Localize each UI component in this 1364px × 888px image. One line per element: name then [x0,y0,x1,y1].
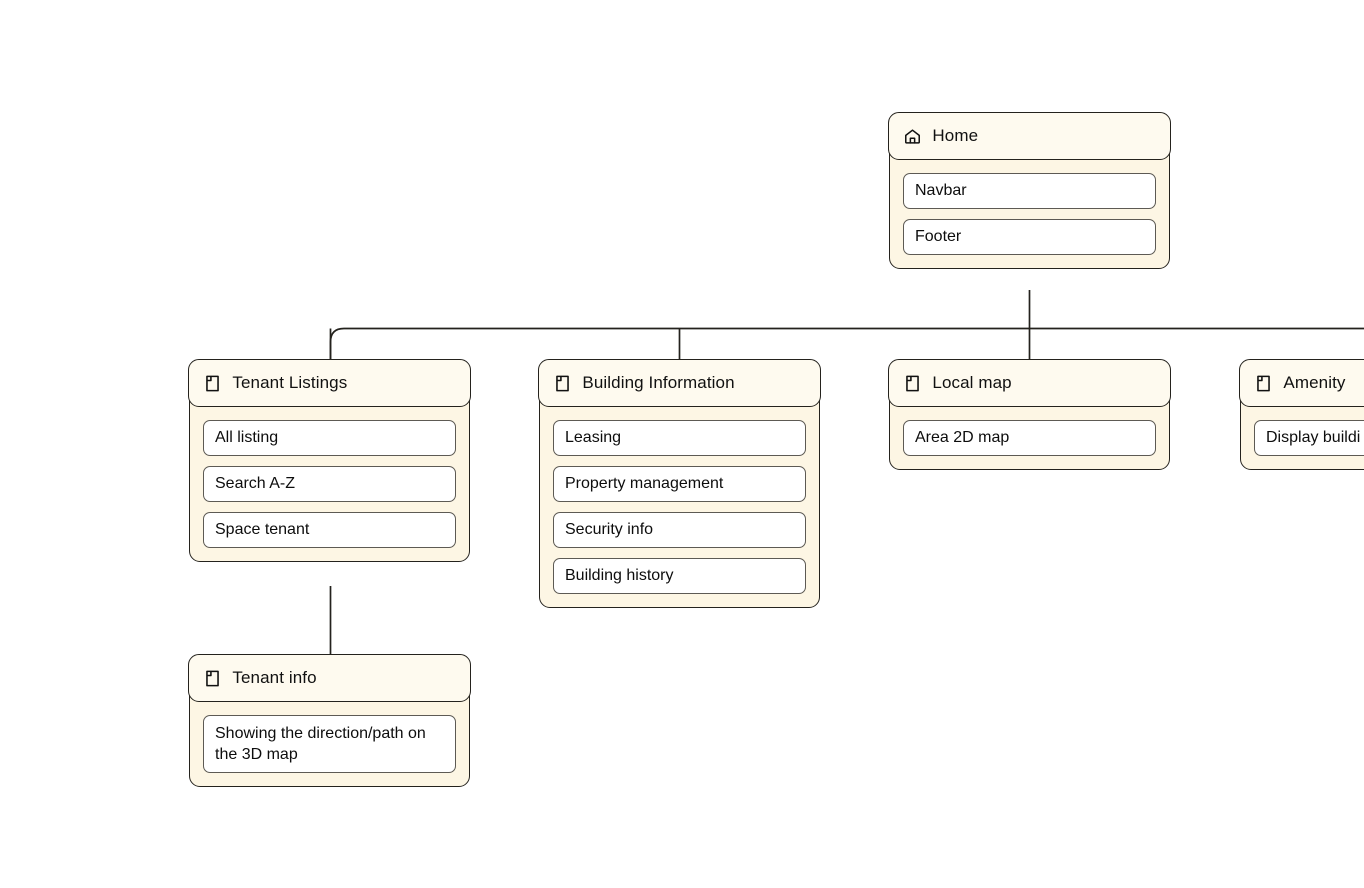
page-icon [206,375,220,392]
node-tenant-listings-header[interactable]: Tenant Listings [188,359,471,408]
list-item[interactable]: Property management [553,466,806,503]
list-item[interactable]: Showing the direction/path on the 3D map [203,715,456,774]
node-local-map[interactable]: Local map Area 2D map [888,359,1171,471]
list-item[interactable]: Area 2D map [903,420,1156,457]
list-item[interactable]: Navbar [903,173,1156,210]
node-amenity-title: Amenity [1283,373,1346,393]
node-tenant-listings[interactable]: Tenant Listings All listing Search A-Z S… [188,359,471,563]
node-local-map-header[interactable]: Local map [888,359,1171,408]
list-item[interactable]: Security info [553,512,806,549]
node-home-title: Home [932,126,979,146]
node-building-information-title: Building Information [582,373,735,393]
page-icon [556,375,570,392]
node-home[interactable]: Home Navbar Footer [888,112,1171,270]
list-item[interactable]: Space tenant [203,512,456,549]
list-item[interactable]: Building history [553,558,806,595]
node-building-information-items: Leasing Property management Security inf… [540,407,819,595]
node-tenant-listings-items: All listing Search A-Z Space tenant [190,407,469,549]
node-home-items: Navbar Footer [890,160,1169,256]
node-building-information-header[interactable]: Building Information [538,359,821,408]
node-tenant-info-title: Tenant info [232,668,317,688]
node-tenant-info-header[interactable]: Tenant info [188,654,471,703]
list-item[interactable]: Leasing [553,420,806,457]
node-amenity-header[interactable]: Amenity [1239,359,1364,408]
list-item[interactable]: Footer [903,219,1156,256]
page-icon [206,670,220,687]
list-item[interactable]: All listing [203,420,456,457]
node-tenant-info-items: Showing the direction/path on the 3D map [190,702,469,774]
node-building-information[interactable]: Building Information Leasing Property ma… [538,359,821,609]
list-item[interactable]: Search A-Z [203,466,456,503]
node-local-map-title: Local map [932,373,1012,393]
connector-bus [329,327,1364,360]
node-amenity[interactable]: Amenity Display buildi [1239,359,1364,471]
home-icon [905,129,921,144]
page-icon [1257,375,1271,392]
node-tenant-info[interactable]: Tenant info Showing the direction/path o… [188,654,471,788]
node-home-header[interactable]: Home [888,112,1171,161]
node-tenant-listings-title: Tenant Listings [232,373,348,393]
list-item[interactable]: Display buildi [1254,420,1364,457]
node-amenity-items: Display buildi [1241,407,1364,457]
page-icon [906,375,920,392]
node-local-map-items: Area 2D map [890,407,1169,457]
